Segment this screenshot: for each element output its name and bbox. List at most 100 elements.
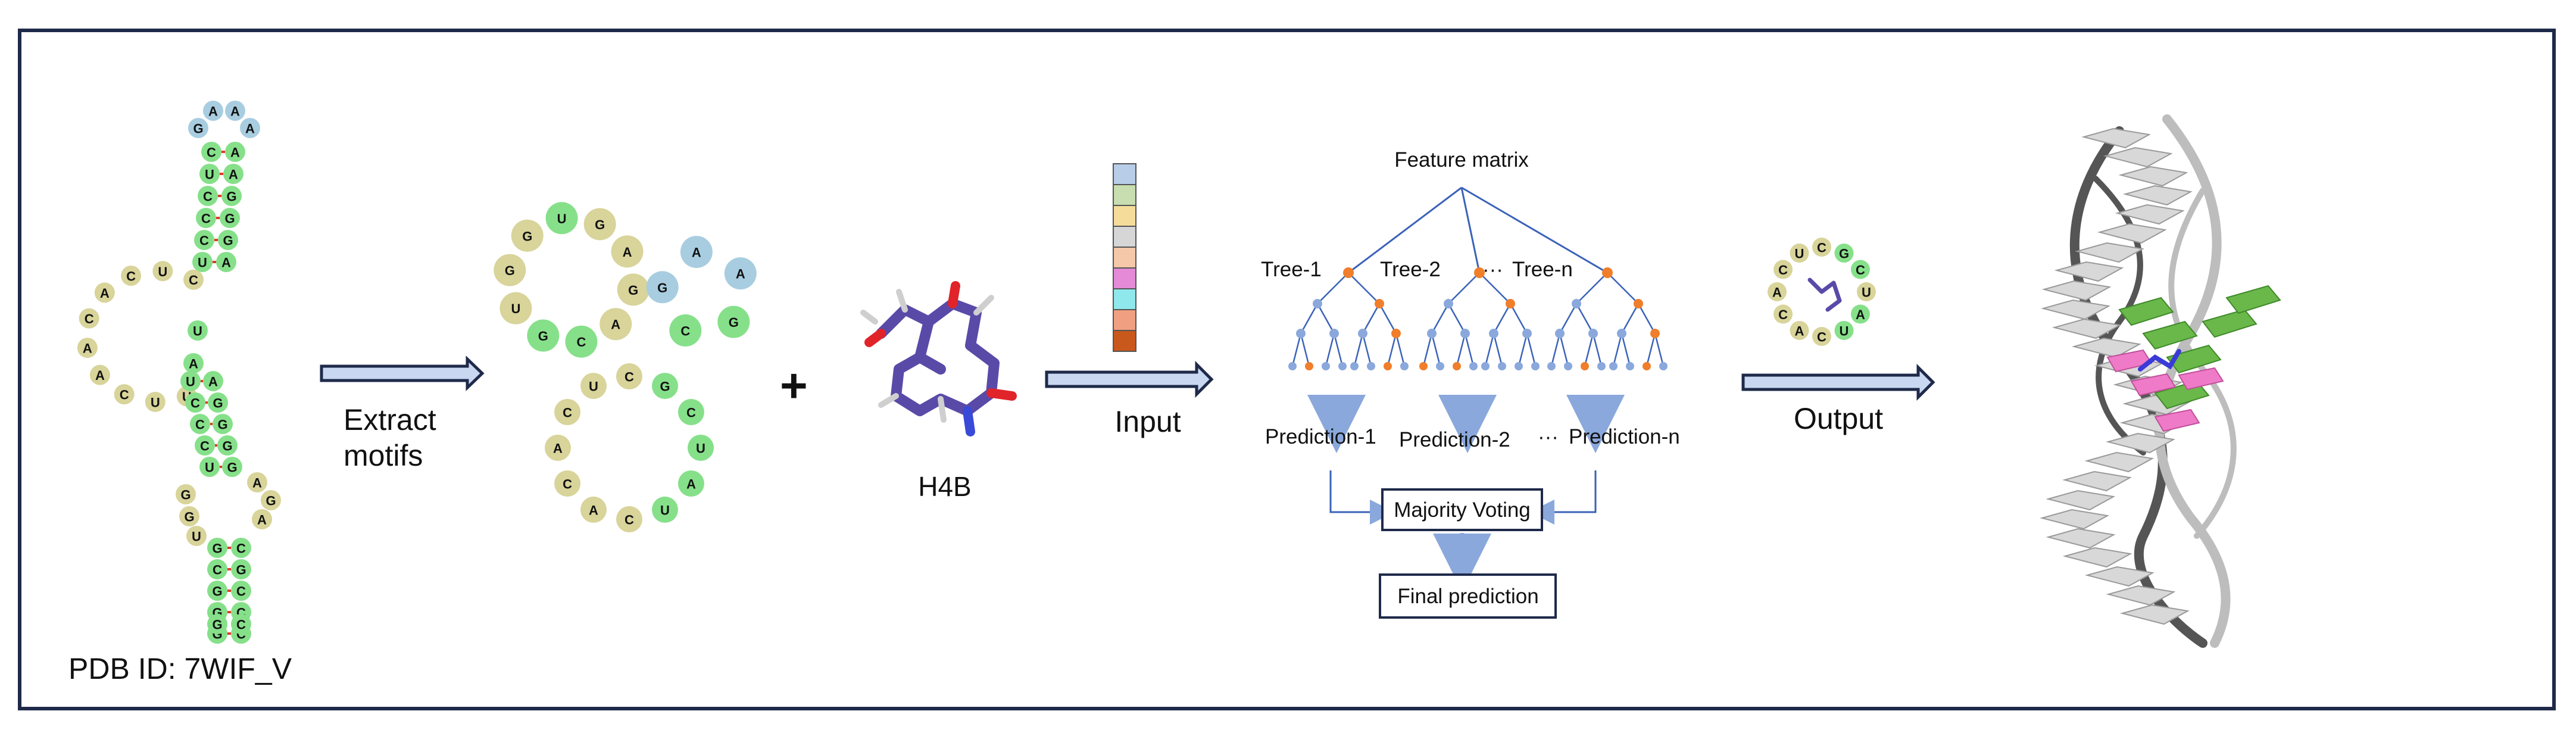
tree-node [1296,329,1306,338]
svg-text:U: U [186,375,195,389]
svg-text:C: C [625,370,634,385]
svg-text:C: C [576,335,586,350]
feature-cell [1113,184,1136,206]
base-slab [2041,280,2112,301]
bound-ligand [1807,277,1842,312]
feature-cell [1113,226,1136,248]
stem-nt: A [225,142,245,162]
motif-c-nt: C [554,470,581,497]
binding-site-green [2166,344,2222,374]
motif-b-nt: G [646,271,679,304]
motif-a-nt: C [565,325,598,358]
feature-matrix-label: Feature matrix [1394,148,1529,171]
motif-a-nt: G [494,254,526,286]
svg-text:A: A [95,368,105,383]
stem-nt: C [207,559,227,579]
stem-nt: A [203,371,223,391]
base-slab [2097,223,2167,244]
base-slab [2062,547,2132,568]
tree-leaf [1564,362,1572,370]
tree-1-label: Tree-1 [1261,258,1322,281]
motif-b-nt: G [717,305,750,338]
motif-out-nt: C [1812,327,1831,346]
stem-nt: C [198,186,218,206]
small-loop-nt: U [186,526,207,546]
stem-nt: G [218,230,238,250]
svg-text:U: U [557,211,567,226]
binding-site-green [2118,297,2174,326]
top-loop-nt: A [225,101,245,121]
svg-text:G: G [505,263,515,278]
bound-ligand-3d [2138,349,2181,372]
plus-sign: + [780,359,808,412]
tree-leaf [1609,362,1618,370]
svg-text:G: G [212,541,222,556]
ligand-label: H4B [918,471,971,502]
tree-node [1375,299,1384,308]
motif-out-nt: C [1773,260,1793,279]
svg-text:G: G [222,439,232,454]
feature-cell [1113,309,1136,331]
binding-site-green [2202,308,2257,338]
svg-text:G: G [657,280,667,295]
tree-leaf [1547,362,1556,370]
big-loop-nt: U [152,261,173,282]
final-prediction-box [1379,573,1557,619]
svg-text:U: U [192,529,201,544]
svg-text:U: U [151,395,160,410]
svg-text:A: A [100,286,110,301]
feature-cell [1113,288,1136,310]
binding-site-pink [2130,373,2177,397]
backbone-ribbon [2168,188,2237,539]
tree-node [1634,299,1643,308]
svg-text:U: U [1862,285,1871,300]
svg-text:C: C [213,563,222,578]
svg-text:U: U [1840,323,1849,338]
stem-nt: G [207,581,227,601]
svg-text:A: A [230,145,240,160]
tree-leaf [1626,362,1634,370]
tree-node [1572,299,1581,308]
motif-out-nt: U [1857,282,1876,301]
extract-label-line2: motifs [344,439,423,472]
tree-leaf [1498,362,1506,370]
stem-nt: A [216,252,236,272]
small-loop-nt: G [176,484,196,504]
motif-out-nt: C [1812,238,1831,257]
svg-text:A: A [686,477,696,492]
svg-text:C: C [120,388,129,403]
stem-nt: U [180,371,201,391]
big-loop-nt: C [114,384,135,405]
svg-text:C: C [199,233,209,248]
tree-node [1617,329,1626,338]
stem-nt: C [231,581,251,601]
tree-ellipsis: ··· [1482,258,1503,281]
motif-c-nt: U [688,435,714,461]
motif-c-nt: G [652,373,678,400]
vote-connector [1529,470,1597,525]
prediction-n-label: Prediction-n [1569,425,1680,448]
svg-text:G: G [212,618,222,632]
svg-text:G: G [212,584,222,599]
extract-label-line1: Extract [344,403,436,436]
tree-leaf [1338,362,1347,370]
big-loop-nt: A [89,364,110,385]
svg-text:C: C [126,269,136,284]
tree-node [1313,299,1322,308]
base-slab [2052,318,2122,339]
stem-nt: C [231,538,251,558]
motif-out-nt: A [1850,304,1870,324]
stem-nt: U [199,457,220,477]
motif-out-nt: U [1790,244,1809,263]
motif-c-nt: U [652,496,678,523]
feature-cell [1113,330,1136,352]
svg-text:C: C [201,211,211,226]
big-loop-nt: C [121,266,142,286]
stem-nt: U [188,320,208,341]
top-loop-nt: A [203,101,223,121]
prediction-1-label: Prediction-1 [1265,425,1376,448]
svg-text:A: A [611,317,620,332]
